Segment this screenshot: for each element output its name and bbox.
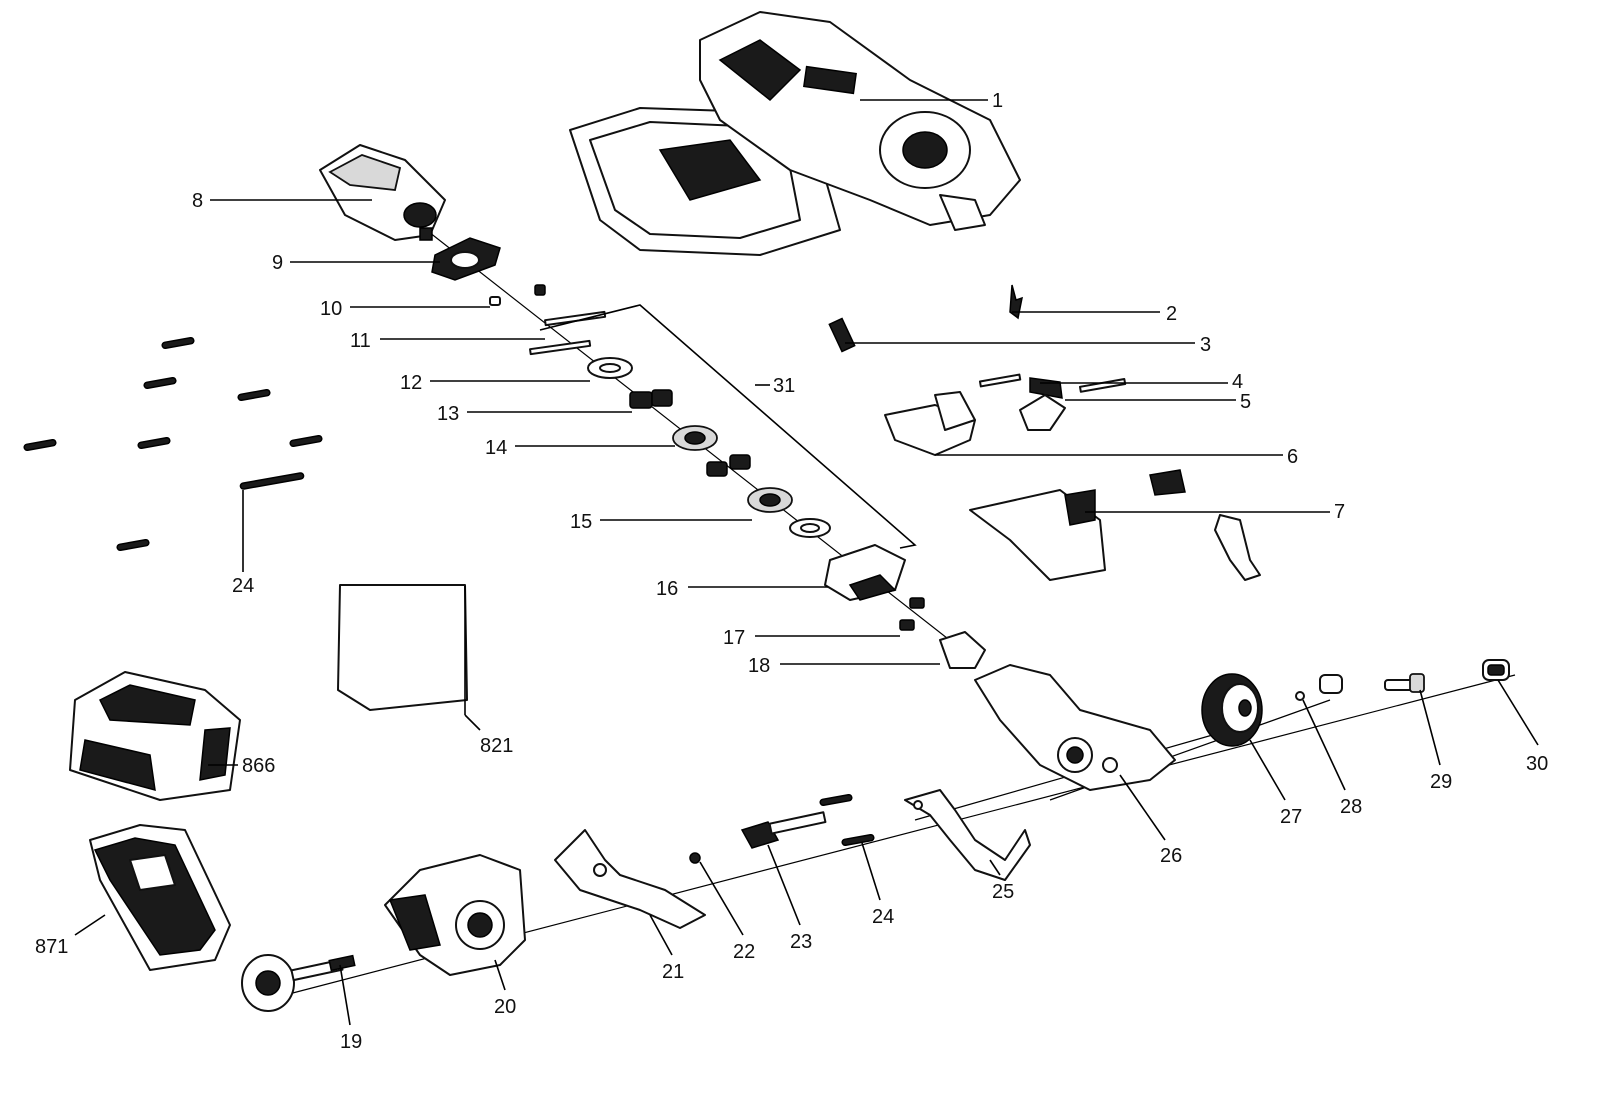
callout-28: 28 <box>1340 796 1362 818</box>
callout-15: 15 <box>570 511 592 533</box>
motor <box>319 144 446 241</box>
callout-23: 23 <box>790 931 812 953</box>
callout-9: 9 <box>272 252 283 274</box>
callout-24-left: 24 <box>232 575 254 597</box>
callout-4: 4 <box>1232 371 1243 393</box>
battery-pack <box>69 671 241 801</box>
callout-8: 8 <box>192 190 203 212</box>
group-bracket-31 <box>539 304 917 549</box>
drive-gear <box>1201 673 1263 747</box>
callout-7: 7 <box>1334 501 1345 523</box>
callout-2: 2 <box>1166 303 1177 325</box>
callout-871: 871 <box>35 936 68 958</box>
callout-27: 27 <box>1280 806 1302 828</box>
callout-866: 866 <box>242 755 275 777</box>
callout-5: 5 <box>1240 391 1251 413</box>
anvil-blade <box>904 789 1031 881</box>
callout-20: 20 <box>494 996 516 1018</box>
callout-26: 26 <box>1160 845 1182 867</box>
callout-30: 30 <box>1526 753 1548 775</box>
main-housing <box>569 11 1021 256</box>
shaft-and-nut <box>689 811 827 864</box>
leader-lines <box>74 99 1539 1026</box>
callout-18: 18 <box>748 655 770 677</box>
gearbox-housing <box>974 664 1176 791</box>
callout-3: 3 <box>1200 334 1211 356</box>
callout-1: 1 <box>992 90 1003 112</box>
callout-6: 6 <box>1287 446 1298 468</box>
pinion-and-bearing <box>899 597 986 669</box>
callout-12: 12 <box>400 372 422 394</box>
callout-821: 821 <box>480 735 513 757</box>
small-hardware-upper <box>489 284 831 538</box>
screw-cluster <box>23 336 875 847</box>
callout-29: 29 <box>1430 771 1452 793</box>
callout-17: 17 <box>723 627 745 649</box>
callout-11: 11 <box>350 330 371 352</box>
callout-25: 25 <box>992 881 1014 903</box>
switch-assembly <box>828 284 1261 581</box>
ring-gear-housing <box>824 544 906 601</box>
callout-16: 16 <box>656 578 678 600</box>
battery-charger <box>89 824 231 971</box>
callout-21: 21 <box>662 961 684 983</box>
moving-blade <box>554 829 706 929</box>
callout-22: 22 <box>733 941 755 963</box>
mounting-plate <box>431 237 501 281</box>
small-hardware-right <box>1295 659 1510 701</box>
callout-19: 19 <box>340 1031 362 1053</box>
callout-13: 13 <box>437 403 459 425</box>
cutter-head <box>384 854 526 976</box>
callout-labels: 1 2 3 4 5 6 7 8 9 10 11 12 13 14 15 16 1… <box>35 90 1548 1053</box>
callout-24-right: 24 <box>872 906 894 928</box>
callout-31: 31 <box>773 375 795 397</box>
callout-14: 14 <box>485 437 507 459</box>
instruction-manual <box>337 584 468 711</box>
callout-10: 10 <box>320 298 342 320</box>
adjustment-knob <box>241 954 356 1012</box>
